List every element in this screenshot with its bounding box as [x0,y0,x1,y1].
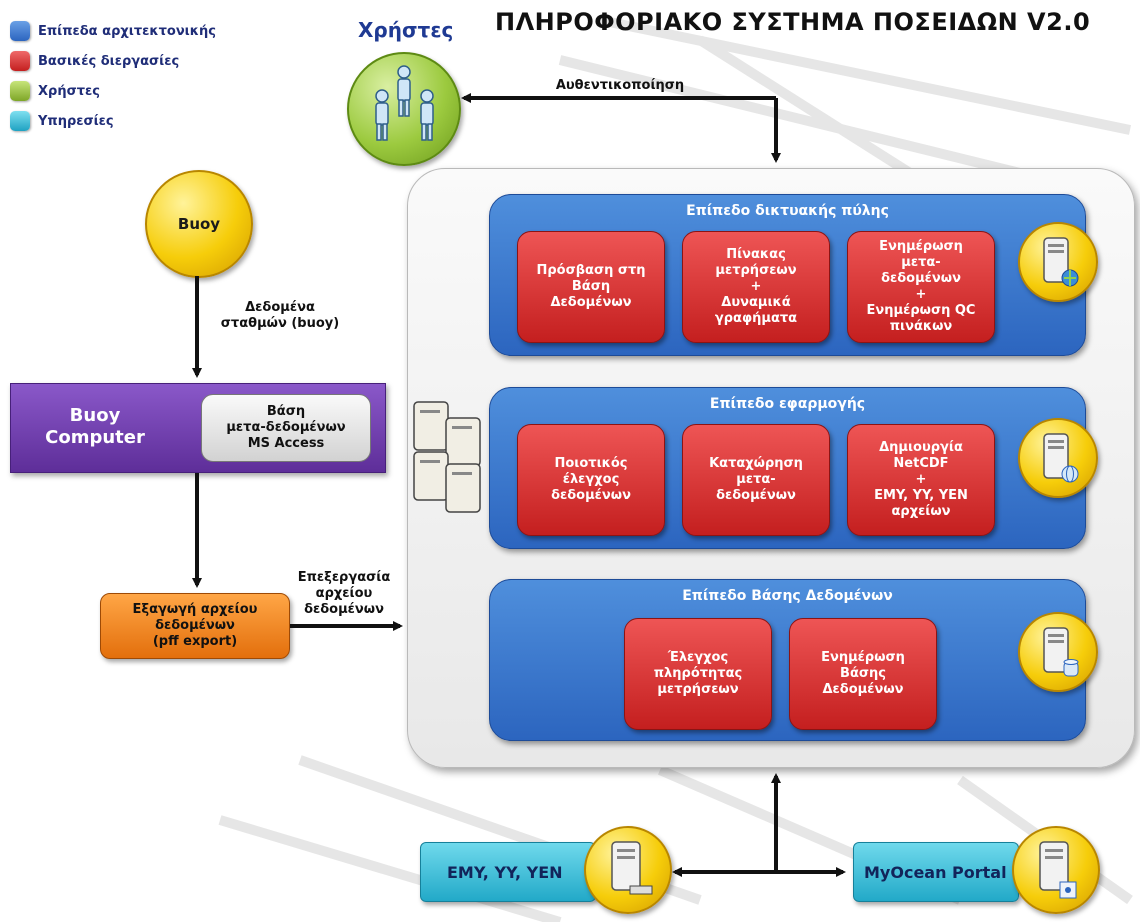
legend-label: Επίπεδα αρχιτεκτονικής [38,23,216,39]
users-circle [347,52,461,166]
buoy-computer-line: Computer [45,427,145,448]
buoy-data-line: σταθμών (buoy) [220,316,340,331]
buoy-node: Buoy [145,170,253,278]
legend-swatch-cyan [10,111,30,131]
legend-label: Βασικές διεργασίες [38,53,180,69]
legend-swatch-blue [10,21,30,41]
layer-title: Επίπεδο δικτυακής πύλης [686,203,889,219]
buoy-data-label: Δεδομένα σταθμών (buoy) [205,300,355,332]
legend-label: Χρήστες [38,83,100,99]
legend-swatch-red [10,51,30,71]
server-database-icon [1018,612,1098,692]
server-stack-icon [413,401,481,513]
server-keyboard-icon [584,826,672,914]
service-label: EMY, YY, YEN [447,862,563,882]
processing-label: Επεξεργασία αρχείου δεδομένων [288,570,400,618]
buoy-label: Buoy [177,215,221,233]
users-icon [375,65,434,141]
processing-line: αρχείου [315,586,373,601]
layer-title: Επίπεδο εφαρμογής [709,396,866,412]
buoy-data-line: Δεδομένα [245,300,315,315]
buoy-computer-line: Buoy [69,405,121,426]
legend-item-users: Χρήστες [10,80,100,102]
processing-line: Επεξεργασία [297,570,391,585]
legend-swatch-green [10,81,30,101]
export-line: (pff export) [152,634,238,649]
db-line: Βάση [266,404,306,419]
layer-title: Επίπεδο Βάσης Δεδομένων [682,588,893,604]
diagram-title: ΠΛΗΡΟΦΟΡΙΑΚΟ ΣΥΣΤΗΜΑ ΠΟΣΕΙΔΩΝ V2.0 [495,8,1091,36]
service-label: MyOcean Portal [864,862,1007,882]
export-box: Εξαγωγή αρχείου δεδομένων (pff export) [100,593,290,659]
auth-label: Αυθεντικοποίηση [555,78,685,93]
server-disk-icon [1012,826,1100,914]
service-emy: EMY, YY, YEN [420,842,596,902]
users-label: Χρήστες [358,18,454,42]
server-web-icon [1018,418,1098,498]
export-line: Εξαγωγή αρχείου [132,602,258,617]
legend-item-processes: Βασικές διεργασίες [10,50,179,72]
processing-line: δεδομένων [304,602,384,617]
ms-access-db-box: Βάση μετα-δεδομένων MS Access [201,394,371,462]
buoy-computer-label: Buoy Computer [20,405,170,449]
legend-label: Υπηρεσίες [38,113,114,129]
db-line: μετα-δεδομένων [226,420,346,435]
export-line: δεδομένων [155,618,235,633]
legend-item-architecture: Επίπεδα αρχιτεκτονικής [10,20,216,42]
server-globe-icon [1018,222,1098,302]
legend-item-services: Υπηρεσίες [10,110,114,132]
db-line: MS Access [247,436,325,451]
